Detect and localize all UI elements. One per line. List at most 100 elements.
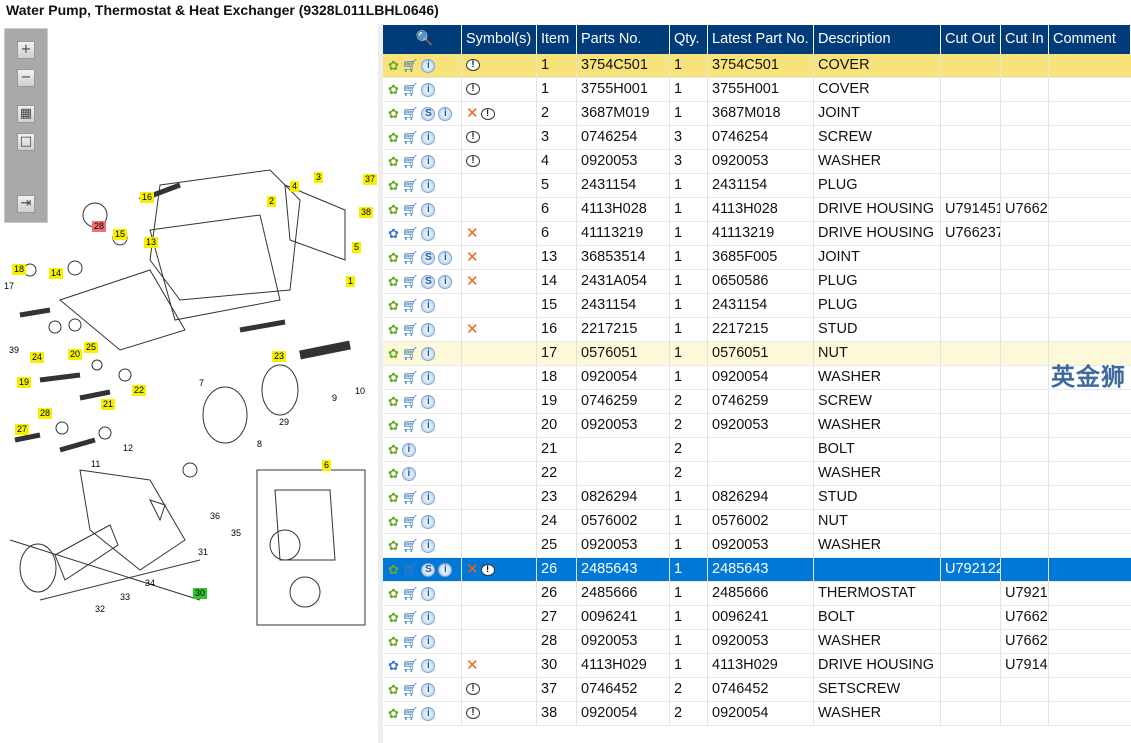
info-icon[interactable]: i bbox=[421, 658, 436, 673]
info-icon[interactable]: i bbox=[421, 130, 436, 145]
callout-21[interactable]: 21 bbox=[101, 399, 116, 410]
note-bubble-icon[interactable]: ! bbox=[466, 59, 480, 72]
callout-1[interactable]: 1 bbox=[346, 276, 356, 287]
callout-3[interactable]: 3 bbox=[314, 172, 324, 183]
cart-icon[interactable]: 🛒︎ bbox=[401, 514, 419, 529]
note-bubble-icon[interactable]: ! bbox=[466, 683, 480, 696]
cart-icon[interactable]: 🛒︎ bbox=[401, 202, 419, 217]
actual-size-icon[interactable]: □ bbox=[17, 133, 35, 151]
info-icon[interactable]: i bbox=[421, 634, 436, 649]
column-header-parts-no[interactable]: Parts No. bbox=[577, 25, 670, 54]
column-header-cut-out[interactable]: Cut Out bbox=[941, 25, 1001, 54]
callout-29[interactable]: 29 bbox=[279, 417, 290, 427]
callout-19[interactable]: 19 bbox=[17, 377, 32, 388]
configure-gear-icon[interactable]: ✿ bbox=[388, 82, 399, 97]
callout-36[interactable]: 36 bbox=[210, 511, 221, 521]
info-icon[interactable]: i bbox=[438, 274, 453, 289]
cart-icon[interactable]: 🛒︎ bbox=[401, 298, 419, 313]
info-icon[interactable]: i bbox=[421, 154, 436, 169]
cart-icon[interactable]: 🛒︎ bbox=[401, 562, 419, 577]
column-header-latest-part-no[interactable]: Latest Part No. bbox=[708, 25, 814, 54]
callout-32[interactable]: 32 bbox=[95, 604, 106, 614]
cart-icon[interactable]: 🛒︎ bbox=[401, 586, 419, 601]
cart-icon[interactable]: 🛒︎ bbox=[401, 634, 419, 649]
note-bubble-icon[interactable]: ! bbox=[480, 107, 495, 120]
info-icon[interactable]: i bbox=[421, 202, 436, 217]
callout-7[interactable]: 7 bbox=[199, 378, 205, 388]
info-icon[interactable]: i bbox=[421, 538, 436, 553]
cart-icon[interactable]: 🛒︎ bbox=[401, 418, 419, 433]
info-icon[interactable]: i bbox=[438, 250, 453, 265]
cart-icon[interactable]: 🛒︎ bbox=[401, 274, 419, 289]
callout-27[interactable]: 27 bbox=[15, 424, 30, 435]
callout-31[interactable]: 31 bbox=[198, 547, 209, 557]
callout-37[interactable]: 37 bbox=[363, 174, 378, 185]
callout-9[interactable]: 9 bbox=[332, 393, 338, 403]
callout-34[interactable]: 34 bbox=[145, 578, 156, 588]
column-header-description[interactable]: Description bbox=[814, 25, 941, 54]
info-icon[interactable]: i bbox=[421, 706, 436, 721]
cart-icon[interactable]: 🛒︎ bbox=[401, 106, 419, 121]
cart-icon[interactable]: 🛒︎ bbox=[401, 610, 419, 625]
info-icon[interactable]: i bbox=[421, 418, 436, 433]
configure-gear-icon[interactable]: ✿ bbox=[388, 610, 399, 625]
cart-icon[interactable]: 🛒︎ bbox=[401, 538, 419, 553]
zoom-in-icon[interactable]: + bbox=[17, 41, 35, 59]
column-header-qty[interactable]: Qty. bbox=[670, 25, 708, 54]
callout-38[interactable]: 38 bbox=[359, 207, 374, 218]
configure-gear-icon[interactable]: ✿ bbox=[388, 586, 399, 601]
cart-icon[interactable]: 🛒︎ bbox=[401, 178, 419, 193]
configure-gear-icon[interactable]: ✿ bbox=[388, 466, 399, 481]
supersession-icon[interactable]: S bbox=[421, 274, 436, 289]
configure-gear-icon[interactable]: ✿ bbox=[388, 514, 399, 529]
callout-20[interactable]: 20 bbox=[68, 349, 83, 360]
info-icon[interactable]: i bbox=[421, 178, 436, 193]
info-icon[interactable]: i bbox=[438, 562, 453, 577]
note-bubble-icon[interactable]: ! bbox=[466, 83, 480, 96]
callout-2[interactable]: 2 bbox=[267, 196, 277, 207]
cart-icon[interactable]: 🛒︎ bbox=[401, 226, 419, 241]
configure-gear-icon[interactable]: ✿ bbox=[388, 562, 399, 577]
info-icon[interactable]: i bbox=[421, 610, 436, 625]
callout-16[interactable]: 16 bbox=[140, 192, 155, 203]
info-icon[interactable]: i bbox=[421, 226, 436, 241]
callout-35[interactable]: 35 bbox=[231, 528, 242, 538]
configure-gear-icon[interactable]: ✿ bbox=[388, 442, 399, 457]
note-bubble-icon[interactable]: ! bbox=[466, 707, 480, 720]
column-header-cut-in[interactable]: Cut In bbox=[1001, 25, 1049, 54]
callout-4[interactable]: 4 bbox=[290, 181, 300, 192]
fit-to-window-icon[interactable]: ▦ bbox=[17, 105, 35, 123]
callout-6[interactable]: 6 bbox=[322, 460, 332, 471]
configure-gear-icon[interactable]: ✿ bbox=[388, 418, 399, 433]
cart-icon[interactable]: 🛒︎ bbox=[401, 490, 419, 505]
configure-gear-icon[interactable]: ✿ bbox=[388, 154, 399, 169]
configure-gear-icon[interactable]: ✿ bbox=[388, 706, 399, 721]
search-column-icon[interactable]: 🔍 bbox=[383, 25, 462, 54]
cart-icon[interactable]: 🛒︎ bbox=[401, 250, 419, 265]
cart-icon[interactable]: 🛒︎ bbox=[401, 370, 419, 385]
configure-gear-icon[interactable]: ✿ bbox=[388, 394, 399, 409]
configure-gear-icon[interactable]: ✿ bbox=[388, 658, 399, 673]
info-icon[interactable]: i bbox=[421, 82, 436, 97]
info-icon[interactable]: i bbox=[438, 106, 453, 121]
callout-14[interactable]: 14 bbox=[49, 268, 64, 279]
callout-33[interactable]: 33 bbox=[120, 592, 131, 602]
callout-10[interactable]: 10 bbox=[355, 386, 366, 396]
callout-11[interactable]: 11 bbox=[91, 459, 101, 469]
configure-gear-icon[interactable]: ✿ bbox=[388, 682, 399, 697]
cart-icon[interactable]: 🛒︎ bbox=[401, 658, 419, 673]
